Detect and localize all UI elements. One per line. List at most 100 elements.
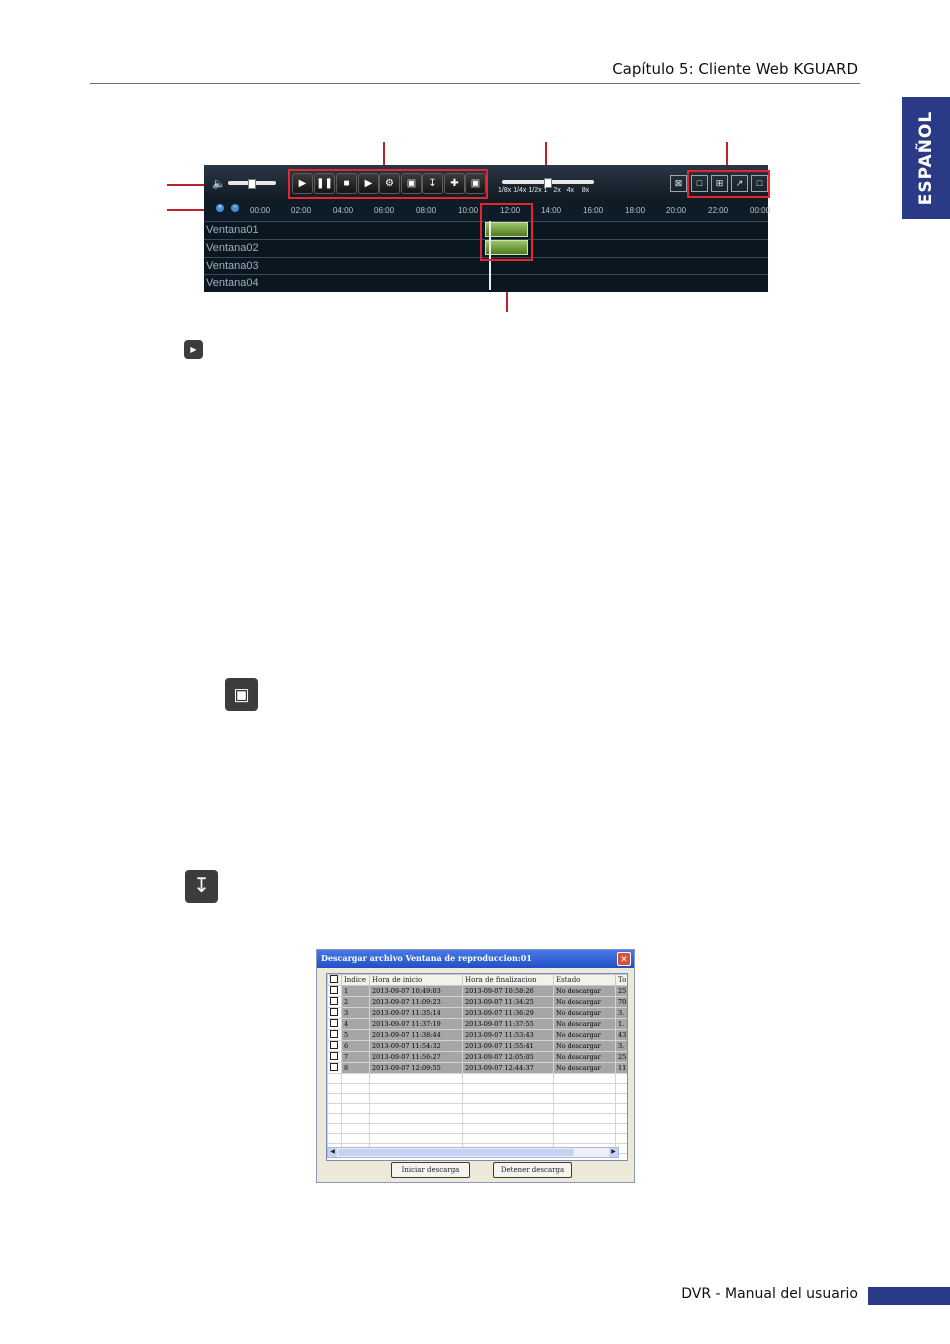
row-checkbox[interactable] [330,1008,338,1016]
column-header[interactable]: Estado [553,974,616,986]
views-highlight [687,170,770,198]
empty-row [327,1103,627,1114]
row-checkbox[interactable] [330,997,338,1005]
scroll-right-arrow[interactable]: ▶ [609,1148,618,1157]
frame-step-button[interactable]: ▶ [358,173,379,194]
channel-label: Ventana04 [206,277,259,289]
volume-slider-knob[interactable] [248,179,256,189]
playhead-marker[interactable] [489,221,491,290]
stop-button[interactable]: ■ [336,173,357,194]
channel-label: Ventana02 [206,242,259,254]
controls-highlight [288,169,488,199]
expand-icon[interactable]: ↗ [731,175,748,192]
timeline-tick: 00:00 [250,206,271,215]
speed-label: 1 [543,187,548,194]
callout-controls [383,142,385,169]
column-header[interactable]: To [615,974,627,986]
timeline-tick: 16:00 [583,206,604,215]
language-tab: ESPAÑOL [902,97,950,219]
empty-row [327,1083,627,1094]
download-icon[interactable]: ↧ [422,173,443,194]
volume-icon[interactable]: 🔈 [212,178,226,190]
row-checkbox[interactable] [330,1041,338,1049]
empty-row [327,1123,627,1134]
callout-volume [167,184,211,186]
play-button[interactable]: ▶ [292,173,313,194]
download-dialog: Descargar archivo Ventana de reproduccio… [316,949,635,1183]
column-header[interactable]: Hora de inicio [369,974,463,986]
row-checkbox[interactable] [330,1030,338,1038]
fullscreen-icon[interactable]: ▣ [465,173,486,194]
row-checkbox[interactable] [330,1052,338,1060]
recording-highlight [480,203,533,261]
recording-segment[interactable] [485,222,528,237]
timeline-zoom-in-icon[interactable]: + [216,204,224,212]
pause-button[interactable]: ❚❚ [314,173,335,194]
dialog-title: Descargar archivo Ventana de reproduccio… [321,953,532,963]
settings-icon[interactable]: ⚙ [379,173,400,194]
timeline-tick: 22:00 [708,206,729,215]
camera-snapshot-icon[interactable]: ▣ [401,173,422,194]
file-table: Indice Hora de inicio Hora de finalizaci… [326,973,628,1161]
timeline-zoom-out-icon[interactable]: − [231,204,239,212]
fit-window-icon[interactable]: □ [751,175,768,192]
horizontal-scrollbar[interactable]: ◀ ▶ [327,1147,619,1158]
timeline-tick: 02:00 [291,206,312,215]
empty-row [327,1093,627,1104]
close-icon[interactable]: ✕ [617,952,631,966]
row-checkbox[interactable] [330,1063,338,1071]
zoom-in-icon[interactable]: ✚ [444,173,465,194]
quad-view-icon[interactable]: ⊞ [711,175,728,192]
column-header[interactable]: Indice [341,974,370,986]
control-bar: 🔈 ▶ ❚❚ ■ ▶ ⚙ ▣ ↧ ✚ ▣ 1/8x 1/4x 1/2x 1 2x… [204,165,770,201]
scroll-thumb[interactable] [338,1149,574,1156]
select-all-checkbox[interactable] [330,975,338,983]
speed-labels: 1/8x 1/4x 1/2x 1 2x 4x 8x [498,187,589,194]
empty-row [327,1113,627,1124]
callout-speed [545,142,547,183]
start-download-button[interactable]: Iniciar descarga [391,1162,470,1178]
dialog-titlebar: Descargar archivo Ventana de reproduccio… [317,950,634,968]
select-all-header[interactable] [327,974,342,986]
playback-panel: 🔈 ▶ ❚❚ ■ ▶ ⚙ ▣ ↧ ✚ ▣ 1/8x 1/4x 1/2x 1 2x… [204,165,770,292]
channel-label: Ventana01 [206,224,259,236]
recording-segment[interactable] [485,240,528,255]
channel-label: Ventana03 [206,260,259,272]
footer-bar [868,1287,950,1305]
empty-row [327,1073,627,1084]
row-checkbox[interactable] [330,986,338,994]
empty-row [327,1133,627,1144]
channel-row[interactable]: Ventana04 [204,274,768,292]
callout-zoom [167,209,214,211]
download-icon: ↧ [185,870,218,903]
scroll-left-arrow[interactable]: ◀ [328,1148,337,1157]
speed-label: 8x [581,187,590,194]
stop-download-button[interactable]: Detener descarga [493,1162,572,1178]
header-rule [90,83,860,84]
callout-views [726,142,728,169]
speed-label: 1/8x [498,187,512,194]
single-view-icon[interactable]: □ [691,175,708,192]
timeline-tick: 04:00 [333,206,354,215]
timeline-tick: 14:00 [541,206,562,215]
row-checkbox[interactable] [330,1019,338,1027]
speed-slider-knob[interactable] [544,178,552,188]
footer-text: DVR - Manual del usuario [681,1286,858,1302]
play-icon: ▶ [184,340,203,359]
column-header[interactable]: Hora de finalizacion [462,974,554,986]
timeline-tick: 10:00 [458,206,479,215]
speed-label: 1/2x [528,187,542,194]
speed-label: 2x [553,187,561,194]
timeline-tick: 20:00 [666,206,687,215]
close-all-icon[interactable]: ⊠ [670,175,687,192]
channel-row[interactable]: Ventana03 [204,257,768,275]
camera-icon: ▣ [225,678,258,711]
